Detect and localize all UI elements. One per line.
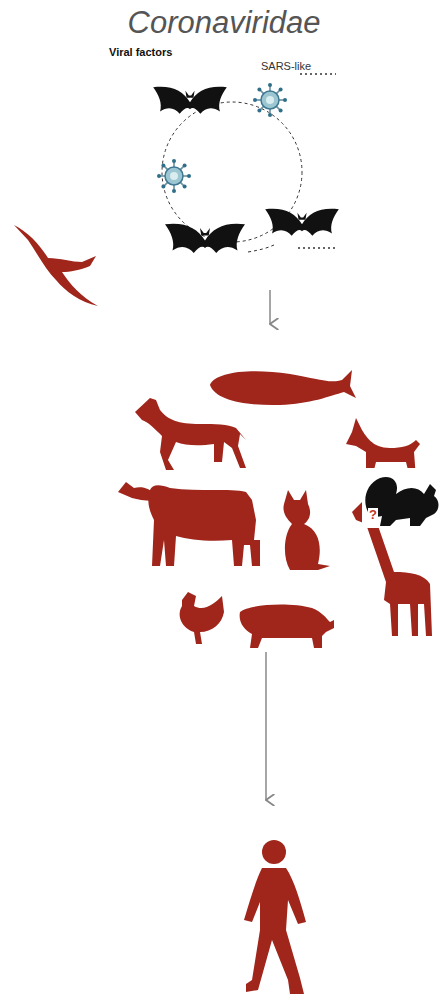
person-silhouette [244,840,306,994]
dashed-arc [248,244,276,252]
question-mark: ? [368,508,378,522]
bat-silhouette [153,87,227,114]
bird-silhouette [14,225,98,306]
bat-silhouette [265,209,339,236]
virus-particle [157,159,191,193]
dotted-line [298,247,336,249]
down-arrow [265,652,267,800]
bat-silhouette [165,224,245,253]
virus-particle [253,83,287,117]
diagram-title: Coronaviridae [0,6,448,40]
dotted-line [300,73,336,75]
down-arrow [269,290,271,324]
squirrel-silhouette [365,477,438,526]
group-label: SARS-like [260,60,312,72]
image-patch [362,468,448,528]
section-label: Viral factors [108,46,173,58]
